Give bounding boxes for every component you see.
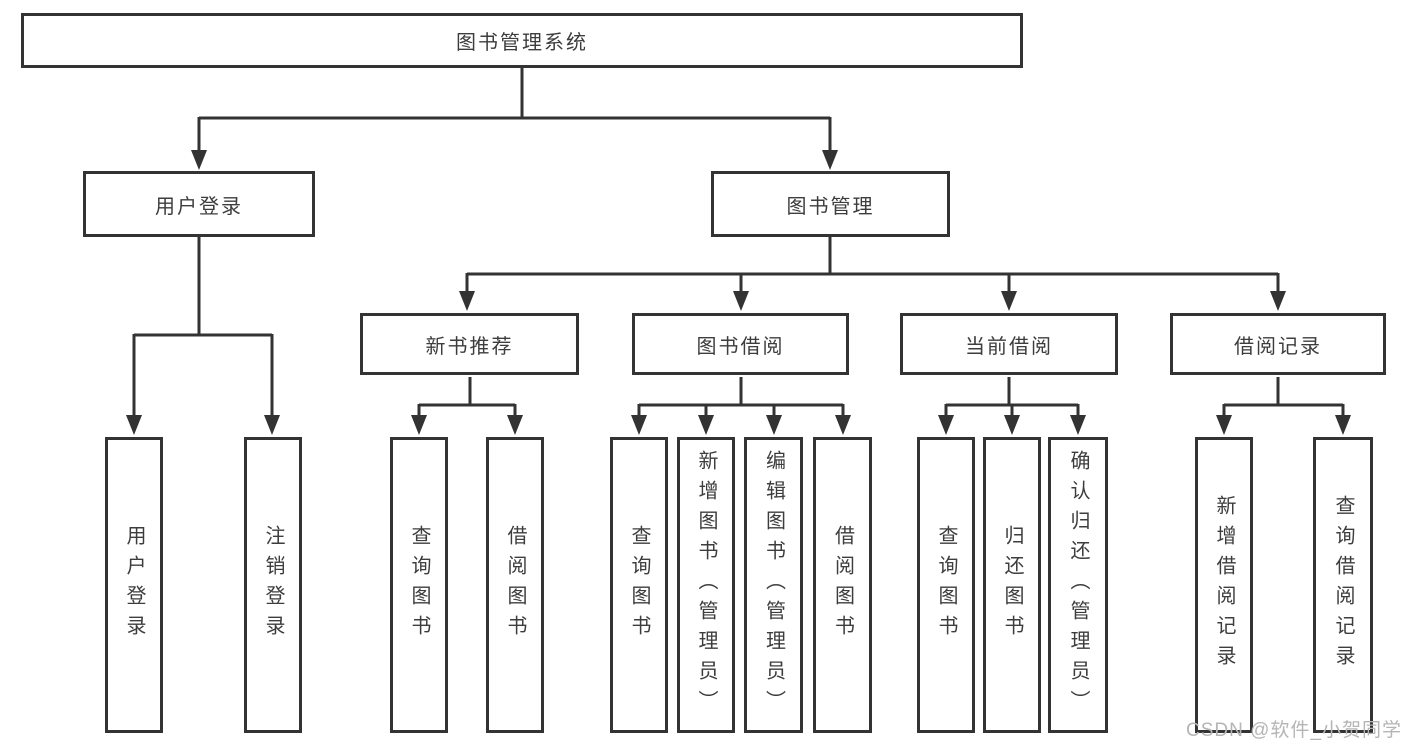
arrowhead-icon [822, 150, 838, 170]
arrowhead-icon [191, 150, 207, 170]
leaf-label: 查询图书 [408, 525, 430, 645]
arrowhead-icon [766, 415, 782, 435]
node-label: 图书管理 [786, 195, 875, 218]
leaf-label: 归还图书 [1001, 525, 1023, 645]
leaf-label: 查询图书 [628, 525, 650, 645]
leaf-logout: 注销登录 [244, 437, 302, 733]
leaf-label: 编辑图书（管理员） [762, 450, 785, 720]
node-label: 当前借阅 [965, 335, 1053, 358]
leaf-label: 注销登录 [262, 525, 284, 645]
arrowhead-icon [631, 415, 647, 435]
arrowhead-icon [1216, 415, 1232, 435]
arrowhead-icon [1001, 291, 1017, 311]
node-current-borrowing: 当前借阅 [900, 313, 1118, 375]
arrowhead-icon [733, 291, 749, 311]
leaf-label: 新增借阅记录 [1213, 495, 1235, 675]
node-book-borrowing: 图书借阅 [632, 313, 849, 375]
leaf-borrow-books-recommend: 借阅图书 [486, 437, 544, 733]
csdn-watermark: CSDN @软件_小贺同学 [1186, 720, 1402, 741]
connector-strokes [132, 68, 1345, 417]
arrowhead-icon [1004, 415, 1020, 435]
arrowhead-icon [698, 415, 714, 435]
arrowhead-icon [1070, 415, 1086, 435]
leaf-search-books-borrowing: 查询图书 [610, 437, 668, 733]
node-root-system: 图书管理系统 [21, 13, 1023, 68]
arrowhead-icon [507, 415, 523, 435]
node-label: 用户登录 [155, 195, 243, 218]
node-user-login: 用户登录 [83, 171, 315, 237]
node-new-book-recommend: 新书推荐 [360, 313, 579, 375]
node-label: 借阅记录 [1234, 335, 1322, 358]
arrowhead-icon [264, 415, 280, 435]
arrowhead-icon [411, 415, 427, 435]
leaf-add-book-admin: 新增图书（管理员） [677, 437, 735, 733]
arrowhead-icon [938, 415, 954, 435]
leaf-label: 查询图书 [935, 525, 957, 645]
leaf-label: 借阅图书 [504, 525, 526, 645]
arrowhead-icon [126, 415, 142, 435]
leaf-add-borrow-record: 新增借阅记录 [1195, 437, 1253, 733]
arrowhead-icon [1270, 291, 1286, 311]
node-label: 图书借阅 [696, 335, 785, 358]
leaf-return-books: 归还图书 [983, 437, 1041, 733]
leaf-label: 用户登录 [123, 525, 145, 645]
arrowhead-icon [459, 291, 475, 311]
node-borrowing-records: 借阅记录 [1170, 313, 1386, 375]
leaf-confirm-return-admin: 确认归还（管理员） [1048, 437, 1108, 733]
leaf-label: 新增图书（管理员） [695, 450, 717, 720]
node-label: 新书推荐 [425, 335, 514, 358]
leaf-search-borrow-record: 查询借阅记录 [1313, 437, 1373, 733]
leaf-label: 借阅图书 [831, 525, 854, 645]
node-book-management: 图书管理 [711, 171, 950, 237]
arrowheads [126, 150, 1351, 435]
leaf-edit-book-admin: 编辑图书（管理员） [744, 437, 803, 733]
leaf-label: 确认归还（管理员） [1067, 450, 1089, 720]
leaf-user-login: 用户登录 [105, 437, 163, 733]
leaf-search-books-current: 查询图书 [917, 437, 975, 733]
leaf-borrow-books-borrowing: 借阅图书 [813, 437, 872, 733]
node-label: 图书管理系统 [456, 32, 588, 54]
leaf-search-books-recommend: 查询图书 [390, 437, 448, 733]
leaf-label: 查询借阅记录 [1332, 495, 1354, 675]
arrowhead-icon [835, 415, 851, 435]
arrowhead-icon [1335, 415, 1351, 435]
